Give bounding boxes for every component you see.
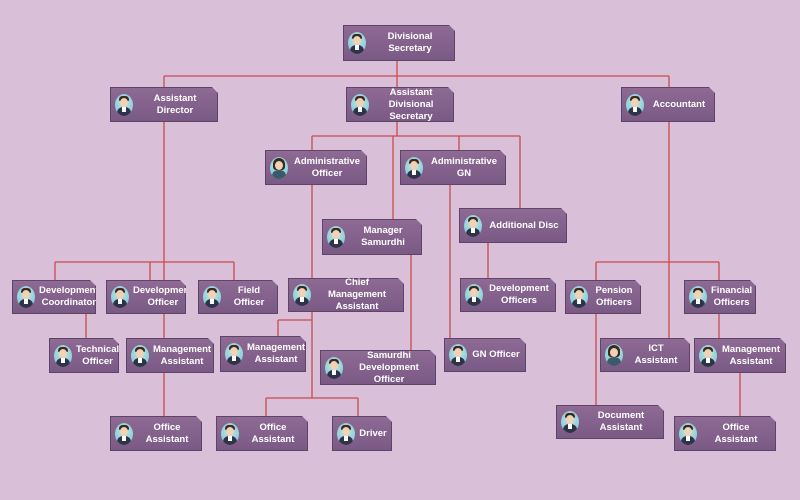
node-accountant[interactable]: Accountant [621, 87, 715, 122]
node-label: Management Assistant [247, 342, 306, 365]
node-label: Financial Officers [711, 285, 753, 308]
male-avatar-icon [465, 284, 483, 306]
node-development-officer[interactable]: Development Officer [106, 280, 186, 314]
node-label: Samurdhi Development Officer [359, 349, 419, 385]
node-label: Pension Officers [595, 285, 633, 308]
node-label: Manager Samurdhi [361, 225, 405, 248]
node-technical-officer[interactable]: Technical Officer [49, 338, 119, 373]
male-avatar-icon [54, 345, 72, 367]
node-administrative-officer[interactable]: Administrative Officer [265, 150, 367, 185]
male-avatar-icon [351, 94, 369, 116]
male-avatar-icon [221, 423, 239, 445]
node-assistant-director[interactable]: Assistant Director [110, 87, 218, 122]
male-avatar-icon [699, 345, 717, 367]
male-avatar-icon [337, 423, 355, 445]
node-label: Assistant Director [153, 92, 197, 116]
male-avatar-icon [348, 32, 366, 54]
male-avatar-icon [464, 215, 482, 237]
node-label: Development Officers [489, 283, 549, 306]
node-management-assistant[interactable]: Management Assistant [220, 336, 306, 372]
node-pension-officers[interactable]: Pension Officers [565, 280, 641, 314]
node-label: Development Coordinator [39, 285, 99, 308]
node-assistant-divisional-secretary[interactable]: Assistant Divisional Secretary [346, 87, 454, 122]
node-label: Chief Management Assistant [327, 277, 387, 312]
male-avatar-icon [405, 157, 423, 179]
male-avatar-icon [225, 343, 243, 365]
node-label: Field Officer [233, 285, 265, 308]
node-document-assistant[interactable]: Document Assistant [556, 405, 664, 439]
male-avatar-icon [115, 94, 133, 116]
female-avatar-icon [270, 157, 288, 179]
male-avatar-icon [115, 423, 133, 445]
node-label: Technical Officer [76, 343, 120, 367]
node-ict-assistant[interactable]: ICT Assistant [600, 338, 690, 372]
male-avatar-icon [293, 284, 311, 306]
female-avatar-icon [605, 344, 623, 366]
male-avatar-icon [561, 411, 579, 433]
node-administrative-gn[interactable]: Administrative GN [400, 150, 506, 185]
node-label: Driver [359, 427, 387, 439]
node-development-coordinator[interactable]: Development Coordinator [12, 280, 96, 314]
node-financial-officers[interactable]: Financial Officers [684, 280, 756, 314]
node-office-assistant[interactable]: Office Assistant [110, 416, 202, 451]
node-label: Management Assistant [153, 343, 212, 367]
male-avatar-icon [570, 286, 588, 308]
node-gn-officer[interactable]: GN Officer [444, 338, 526, 372]
node-label: Assistant Divisional Secretary [388, 86, 434, 122]
node-manager-samurdhi[interactable]: Manager Samurdhi [322, 219, 422, 255]
male-avatar-icon [449, 344, 467, 366]
male-avatar-icon [131, 345, 149, 367]
male-avatar-icon [626, 94, 644, 116]
node-label: ICT Assistant [634, 343, 678, 366]
node-label: GN Officer [472, 349, 520, 360]
node-label: Accountant [652, 98, 706, 110]
male-avatar-icon [327, 226, 345, 248]
node-label: Office Assistant [145, 421, 189, 445]
node-label: Office Assistant [714, 421, 758, 445]
male-avatar-icon [111, 286, 129, 308]
node-chief-management-assistant[interactable]: Chief Management Assistant [288, 278, 404, 312]
male-avatar-icon [203, 286, 221, 308]
node-management-assistant[interactable]: Management Assistant [126, 338, 214, 373]
node-label: Divisional Secretary [387, 31, 433, 54]
node-label: Additional Disc [489, 219, 559, 231]
node-field-officer[interactable]: Field Officer [198, 280, 278, 314]
node-additional-disc[interactable]: Additional Disc [459, 208, 567, 243]
node-development-officers[interactable]: Development Officers [460, 278, 556, 312]
node-office-assistant[interactable]: Office Assistant [674, 416, 776, 451]
male-avatar-icon [325, 357, 343, 379]
male-avatar-icon [17, 286, 35, 308]
node-samurdhi-development-officer[interactable]: Samurdhi Development Officer [320, 350, 436, 385]
node-label: Administrative Officer [294, 155, 360, 179]
node-label: Document Assistant [597, 410, 645, 433]
node-management-assistant[interactable]: Management Assistant [694, 338, 786, 373]
node-label: Office Assistant [251, 421, 295, 445]
node-label: Development Officer [133, 285, 193, 308]
node-office-assistant[interactable]: Office Assistant [216, 416, 308, 451]
node-label: Administrative GN [431, 155, 497, 179]
node-label: Management Assistant [721, 343, 781, 367]
male-avatar-icon [689, 286, 707, 308]
node-divisional-secretary[interactable]: Divisional Secretary [343, 25, 455, 61]
node-driver[interactable]: Driver [332, 416, 392, 451]
male-avatar-icon [679, 423, 697, 445]
